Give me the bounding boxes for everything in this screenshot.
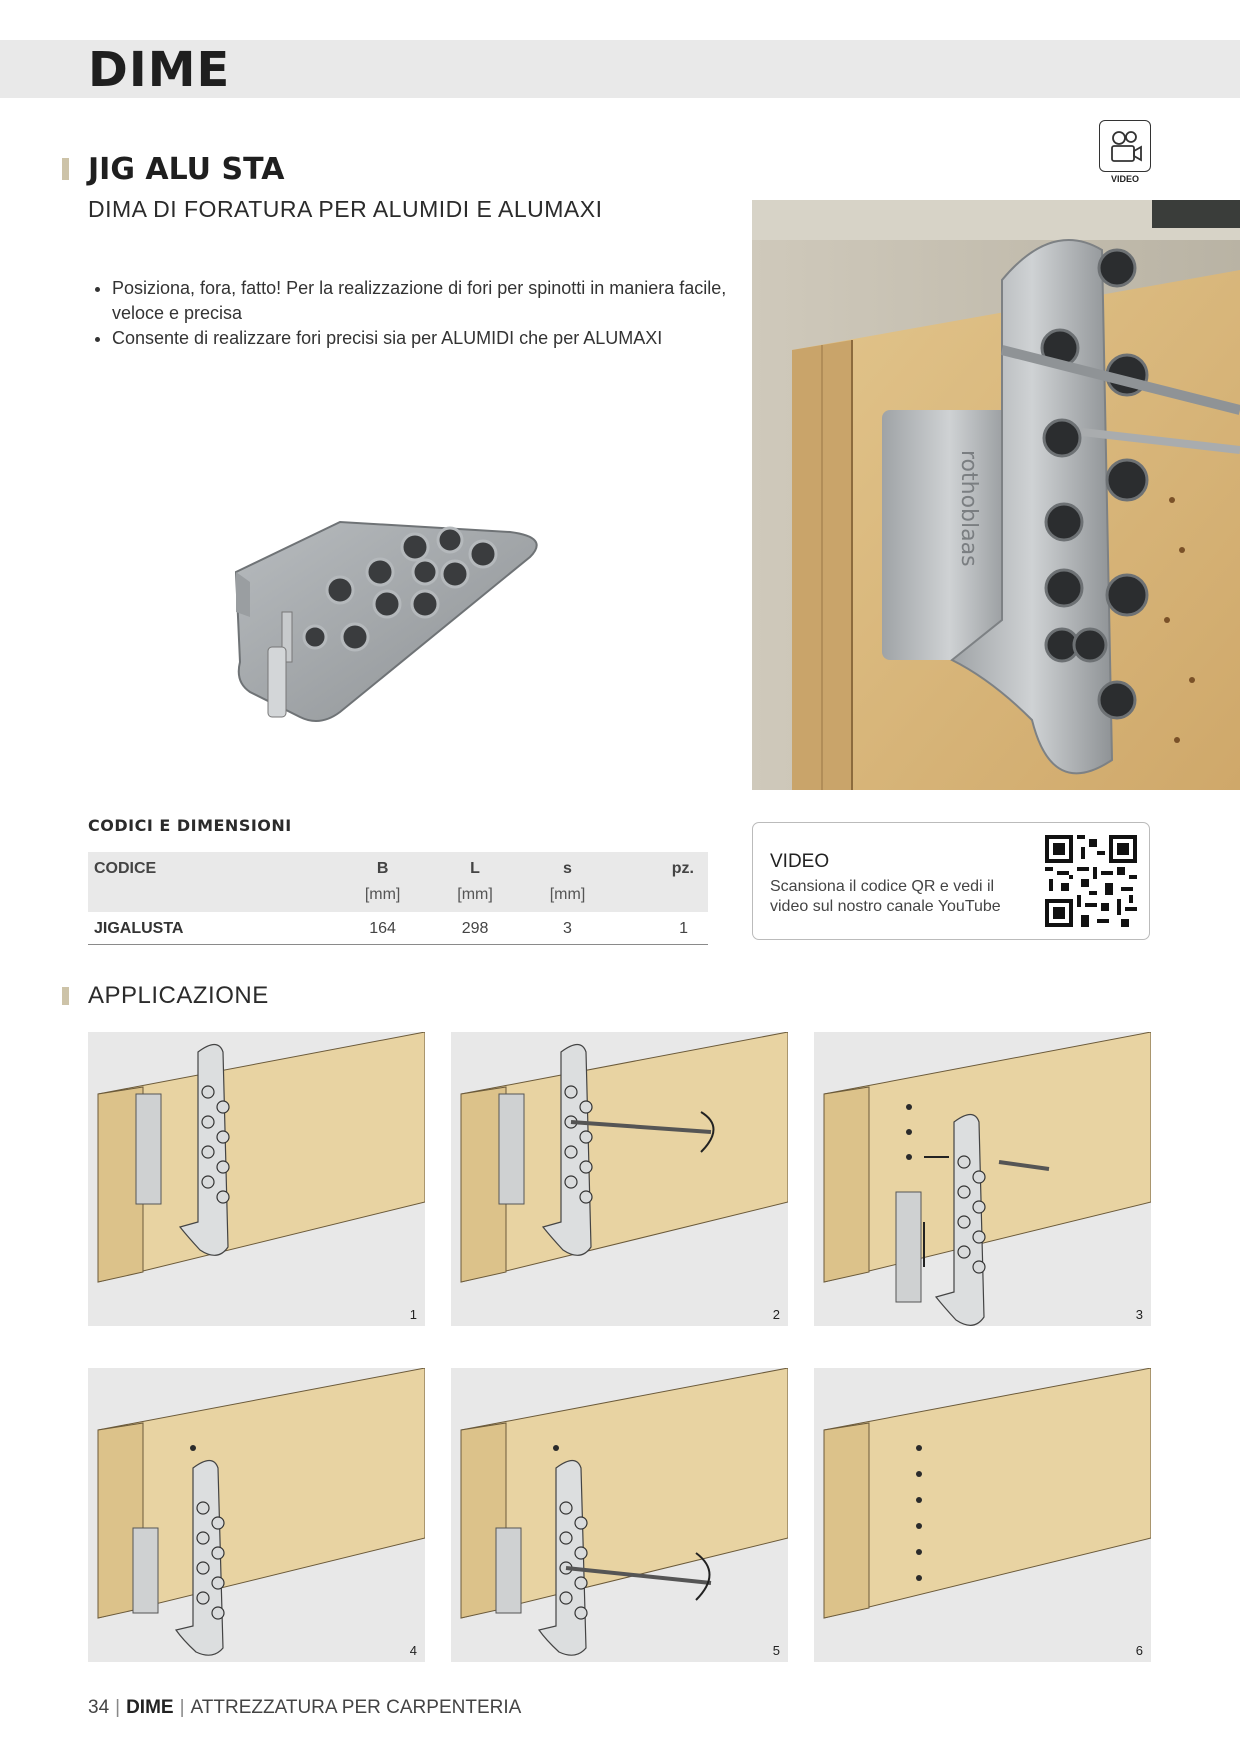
column-unit: [mm] xyxy=(457,886,493,903)
header-band xyxy=(0,40,1240,98)
column-header: pz. xyxy=(671,860,694,877)
table-cell: 298 xyxy=(428,912,522,945)
step-number: 6 xyxy=(1135,1643,1143,1658)
column-unit xyxy=(614,882,708,912)
step-number: 2 xyxy=(772,1307,780,1322)
table-cell: JIGALUSTA xyxy=(88,912,337,945)
video-box-text: Scansiona il codice QR e vedi il video s… xyxy=(770,878,1001,915)
application-step: 5 xyxy=(451,1368,788,1662)
product-title: JIG ALU STA xyxy=(88,152,285,187)
codes-section-title: CODICI E DIMENSIONI xyxy=(88,816,292,835)
step-number: 1 xyxy=(409,1307,417,1322)
step-number: 3 xyxy=(1135,1307,1143,1322)
application-step: 4 xyxy=(88,1368,425,1662)
feature-item: Posiziona, fora, fatto! Per la realizzaz… xyxy=(112,276,742,326)
section-title: DIME xyxy=(88,42,231,98)
footer-section: DIME xyxy=(126,1697,174,1718)
column-unit xyxy=(88,882,336,912)
page-number: 34 xyxy=(88,1697,110,1718)
step-number: 5 xyxy=(772,1643,780,1658)
application-step: 3 xyxy=(814,1032,1151,1326)
application-title: APPLICAZIONE xyxy=(88,982,269,1009)
page-footer: 34|DIME|ATTREZZATURA PER CARPENTERIA xyxy=(88,1697,522,1718)
product-subtitle: DIMA DI FORATURA PER ALUMIDI E ALUMAXI xyxy=(88,196,603,222)
table-cell: 3 xyxy=(521,912,614,945)
table-row: JIGALUSTA 164 298 3 1 xyxy=(88,912,708,945)
table-cell: 1 xyxy=(613,912,708,945)
svg-text:rothoblaas: rothoblaas xyxy=(956,450,981,567)
step-number: 4 xyxy=(409,1643,417,1658)
footer-category: ATTREZZATURA PER CARPENTERIA xyxy=(190,1697,522,1718)
title-marker xyxy=(62,158,69,180)
qr-code-icon[interactable] xyxy=(1045,835,1137,927)
installation-photo: rothoblaas xyxy=(752,200,1240,790)
application-marker xyxy=(62,987,69,1005)
column-header: CODICE xyxy=(94,860,157,877)
column-header: s xyxy=(563,860,572,877)
application-step: 2 xyxy=(451,1032,788,1326)
application-step: 1 xyxy=(88,1032,425,1326)
column-header: B xyxy=(376,860,389,877)
video-camera-icon[interactable] xyxy=(1099,120,1151,172)
codes-table: CODICE B L s pz. [mm] [mm] [mm] JIGALUST… xyxy=(88,852,708,945)
column-unit: [mm] xyxy=(364,886,401,903)
column-unit: [mm] xyxy=(549,886,586,903)
product-image xyxy=(234,520,538,722)
feature-item: Consente di realizzare fori precisi sia … xyxy=(112,326,742,351)
table-cell: 164 xyxy=(336,912,429,945)
column-header: L xyxy=(470,860,480,877)
video-badge-label: VIDEO xyxy=(1110,174,1139,184)
feature-list: Posiziona, fora, fatto! Per la realizzaz… xyxy=(88,276,742,351)
video-box-title: VIDEO xyxy=(770,851,830,872)
video-qr-box[interactable]: VIDEO Scansiona il codice QR e vedi il v… xyxy=(752,822,1150,940)
application-step: 6 xyxy=(814,1368,1151,1662)
